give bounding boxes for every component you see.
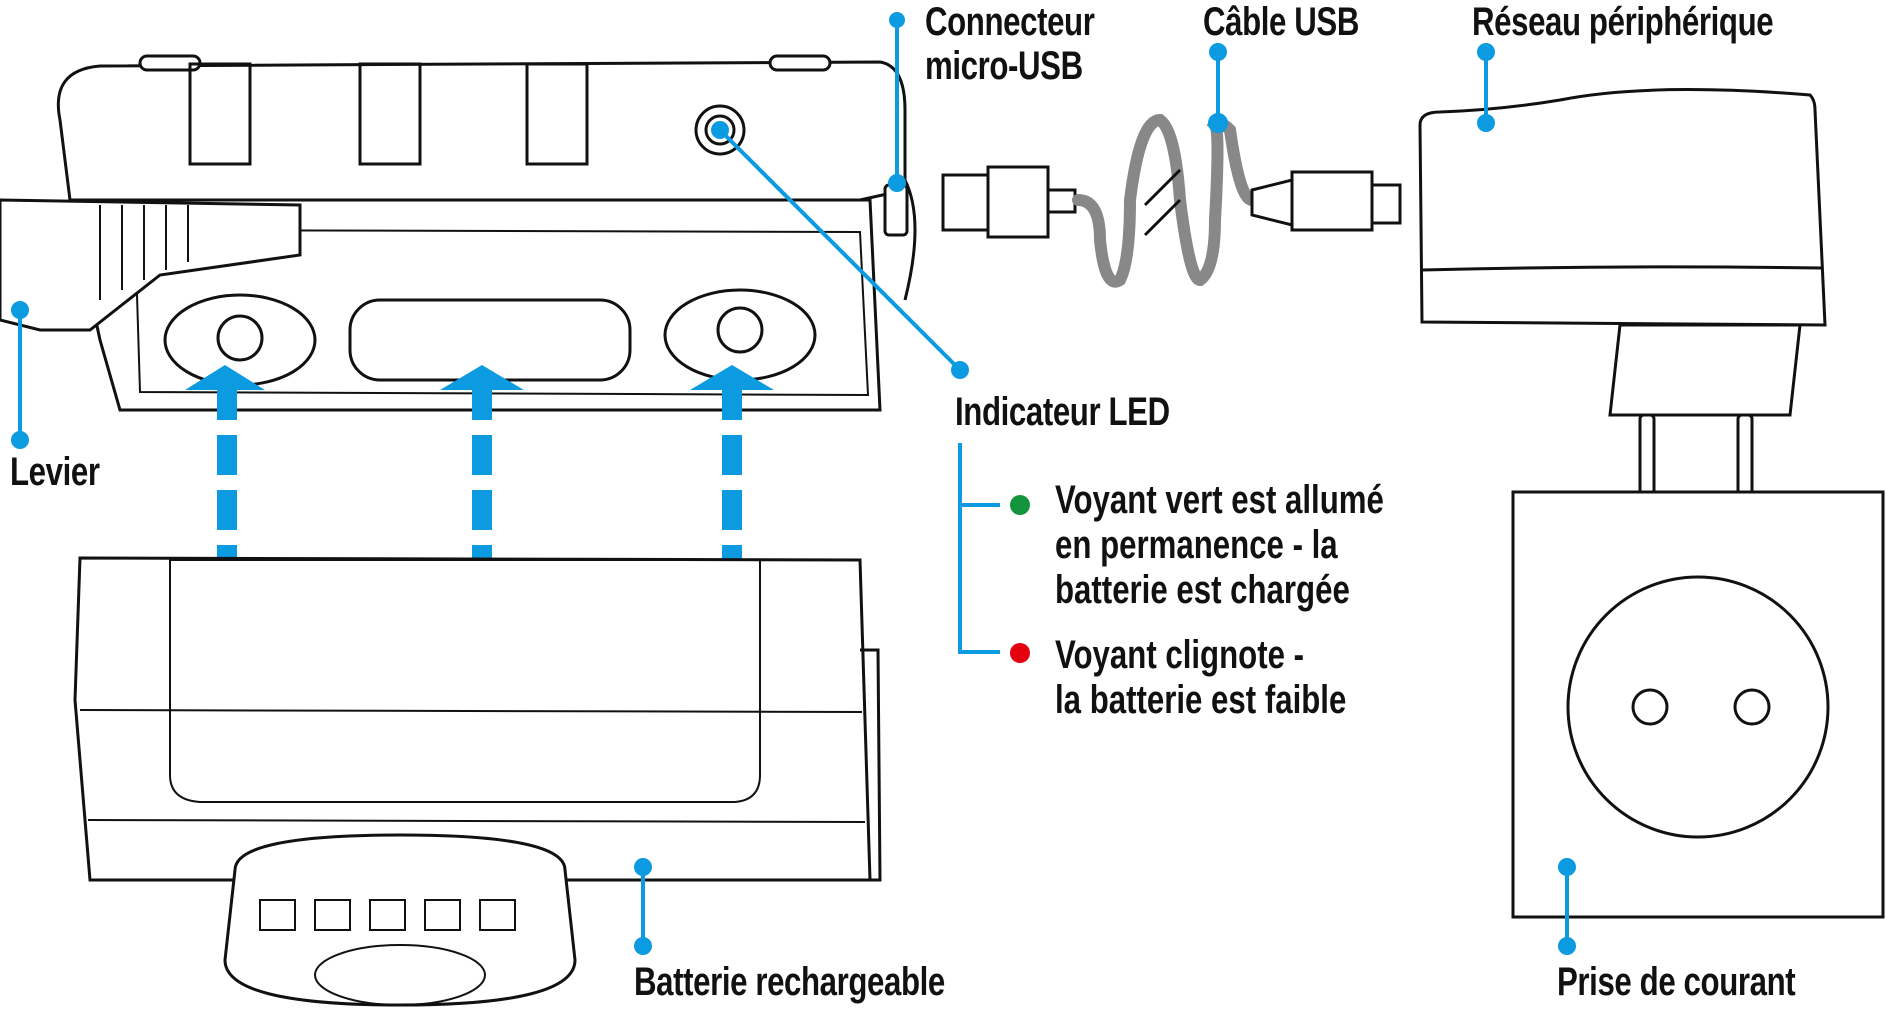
led-green-line2: en permanence - la <box>1055 523 1338 567</box>
arrow-middle <box>440 365 524 560</box>
led-green-line1: Voyant vert est allumé <box>1055 478 1384 522</box>
usb-cable-illustration <box>941 113 1402 288</box>
led-red-line2: la batterie est faible <box>1055 678 1347 722</box>
label-connector: Connecteur micro-USB <box>925 0 1095 88</box>
outlet-illustration <box>1511 490 1885 919</box>
device-illustration <box>0 54 917 412</box>
label-lever: Levier <box>10 450 100 494</box>
led-red-line1: Voyant clignote - <box>1055 633 1305 677</box>
red-led-icon <box>1010 643 1030 663</box>
label-connector-line1: Connecteur <box>925 0 1095 44</box>
led-green-line3: batterie est chargée <box>1055 568 1350 612</box>
led-state-green: Voyant vert est allumé en permanence - l… <box>1055 478 1384 613</box>
label-network: Réseau périphérique <box>1472 0 1774 44</box>
label-connector-line2: micro-USB <box>925 44 1083 88</box>
label-battery: Batterie rechargeable <box>634 960 945 1004</box>
leader-lines <box>11 12 1576 955</box>
battery-illustration <box>73 556 882 1007</box>
label-cable: Câble USB <box>1203 0 1359 44</box>
arrow-left <box>185 365 265 560</box>
charger-illustration <box>1418 88 1827 517</box>
insert-arrows <box>185 365 774 560</box>
led-state-red: Voyant clignote - la batterie est faible <box>1055 633 1346 723</box>
label-led: Indicateur LED <box>955 390 1170 434</box>
green-led-icon <box>1010 495 1030 515</box>
arrow-right <box>690 365 774 560</box>
label-outlet: Prise de courant <box>1557 960 1796 1004</box>
